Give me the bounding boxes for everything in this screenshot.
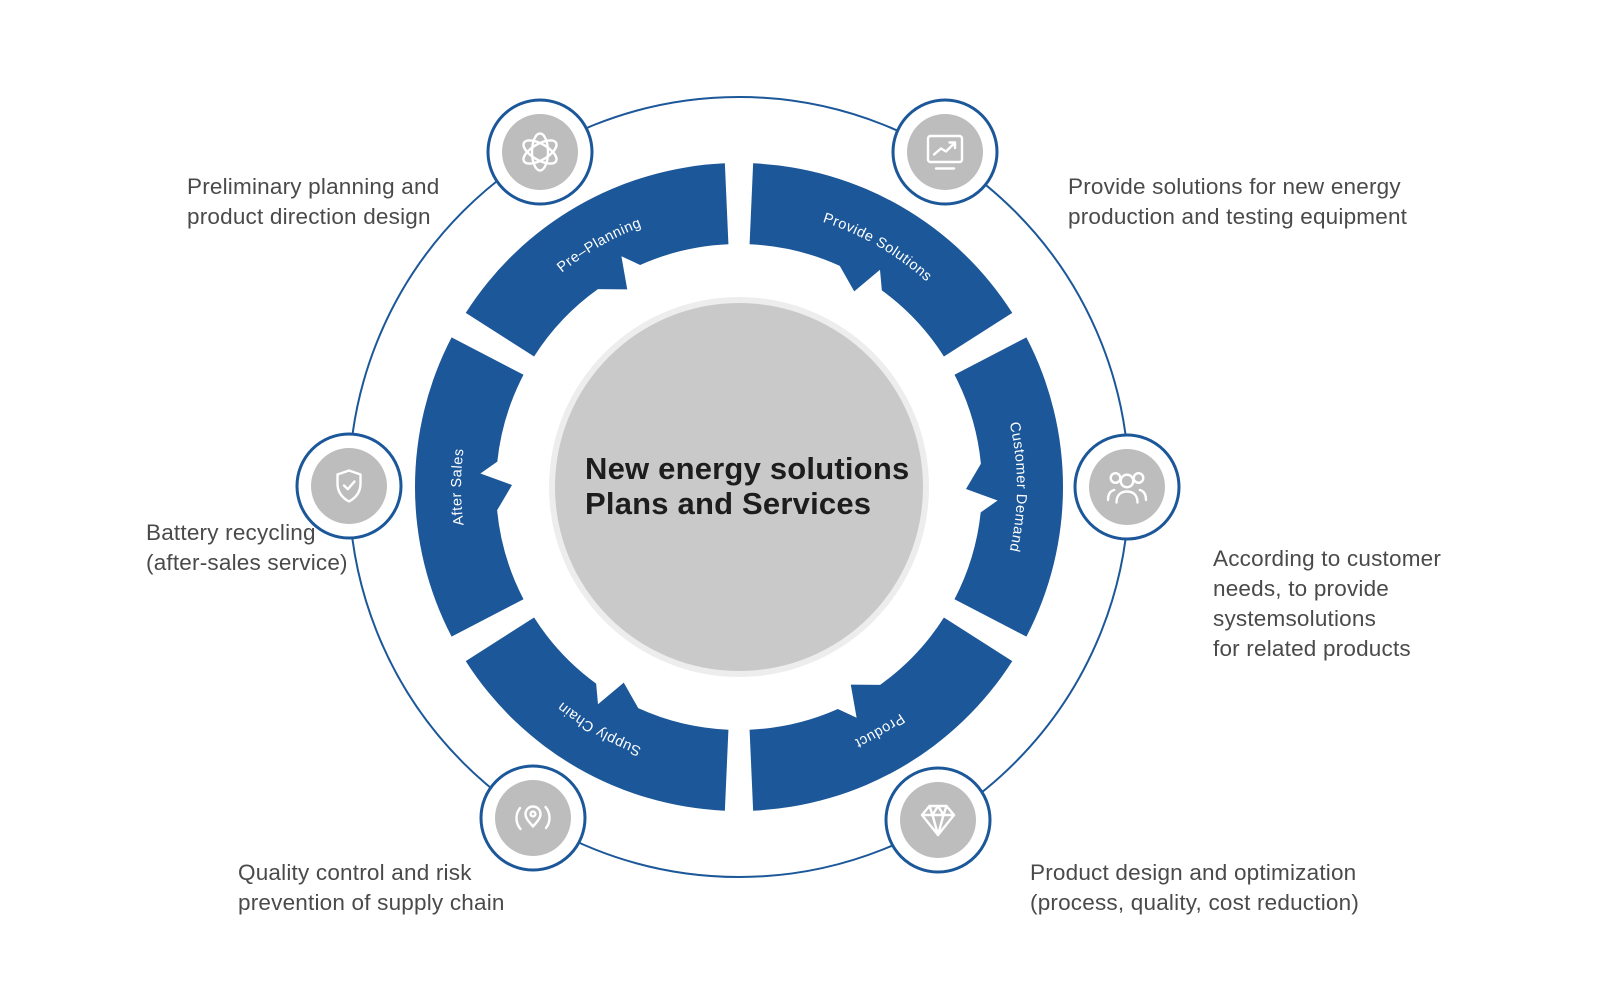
svg-text:Customer Demand: Customer Demand bbox=[1006, 420, 1029, 553]
icon-disc bbox=[900, 782, 976, 858]
ring-segment-customer-demand bbox=[954, 337, 1064, 637]
segment-label-after-sales: After Sales bbox=[449, 447, 467, 526]
annotation-provide-solutions: Provide solutions for new energy product… bbox=[1068, 174, 1408, 229]
annotation-supply-chain: Quality control and risk prevention of s… bbox=[238, 860, 505, 915]
shield-check-icon bbox=[336, 469, 362, 503]
chart-monitor-icon bbox=[926, 134, 964, 170]
icon-badge-after-sales bbox=[295, 432, 403, 540]
icon-disc bbox=[502, 114, 578, 190]
segment-label-customer-demand: Customer Demand bbox=[1006, 420, 1029, 553]
icon-badge-provide-solutions bbox=[891, 98, 999, 206]
center-circle bbox=[555, 303, 923, 671]
ring-segment-after-sales bbox=[414, 337, 524, 637]
icon-disc bbox=[495, 780, 571, 856]
svg-text:After Sales: After Sales bbox=[449, 447, 468, 526]
people-icon bbox=[1106, 471, 1148, 504]
diagram-title: New energy solutions Plans and Services bbox=[585, 451, 910, 521]
icon-badge-pre-planning bbox=[486, 98, 594, 206]
annotation-product: Product design and optimization (process… bbox=[1030, 860, 1360, 915]
icon-badge-customer-demand bbox=[1073, 433, 1181, 541]
annotation-pre-planning: Preliminary planning and product directi… bbox=[187, 174, 440, 229]
icon-badge-product bbox=[884, 766, 992, 874]
atom-icon bbox=[522, 132, 558, 172]
annotation-customer-demand: According to customer needs, to provide … bbox=[1213, 546, 1442, 661]
icon-badge-supply-chain bbox=[479, 764, 587, 872]
annotation-after-sales: Battery recycling (after-sales service) bbox=[146, 520, 348, 575]
location-pin-icon bbox=[515, 805, 551, 831]
diamond-icon bbox=[920, 804, 956, 837]
icon-badges bbox=[295, 98, 1181, 874]
